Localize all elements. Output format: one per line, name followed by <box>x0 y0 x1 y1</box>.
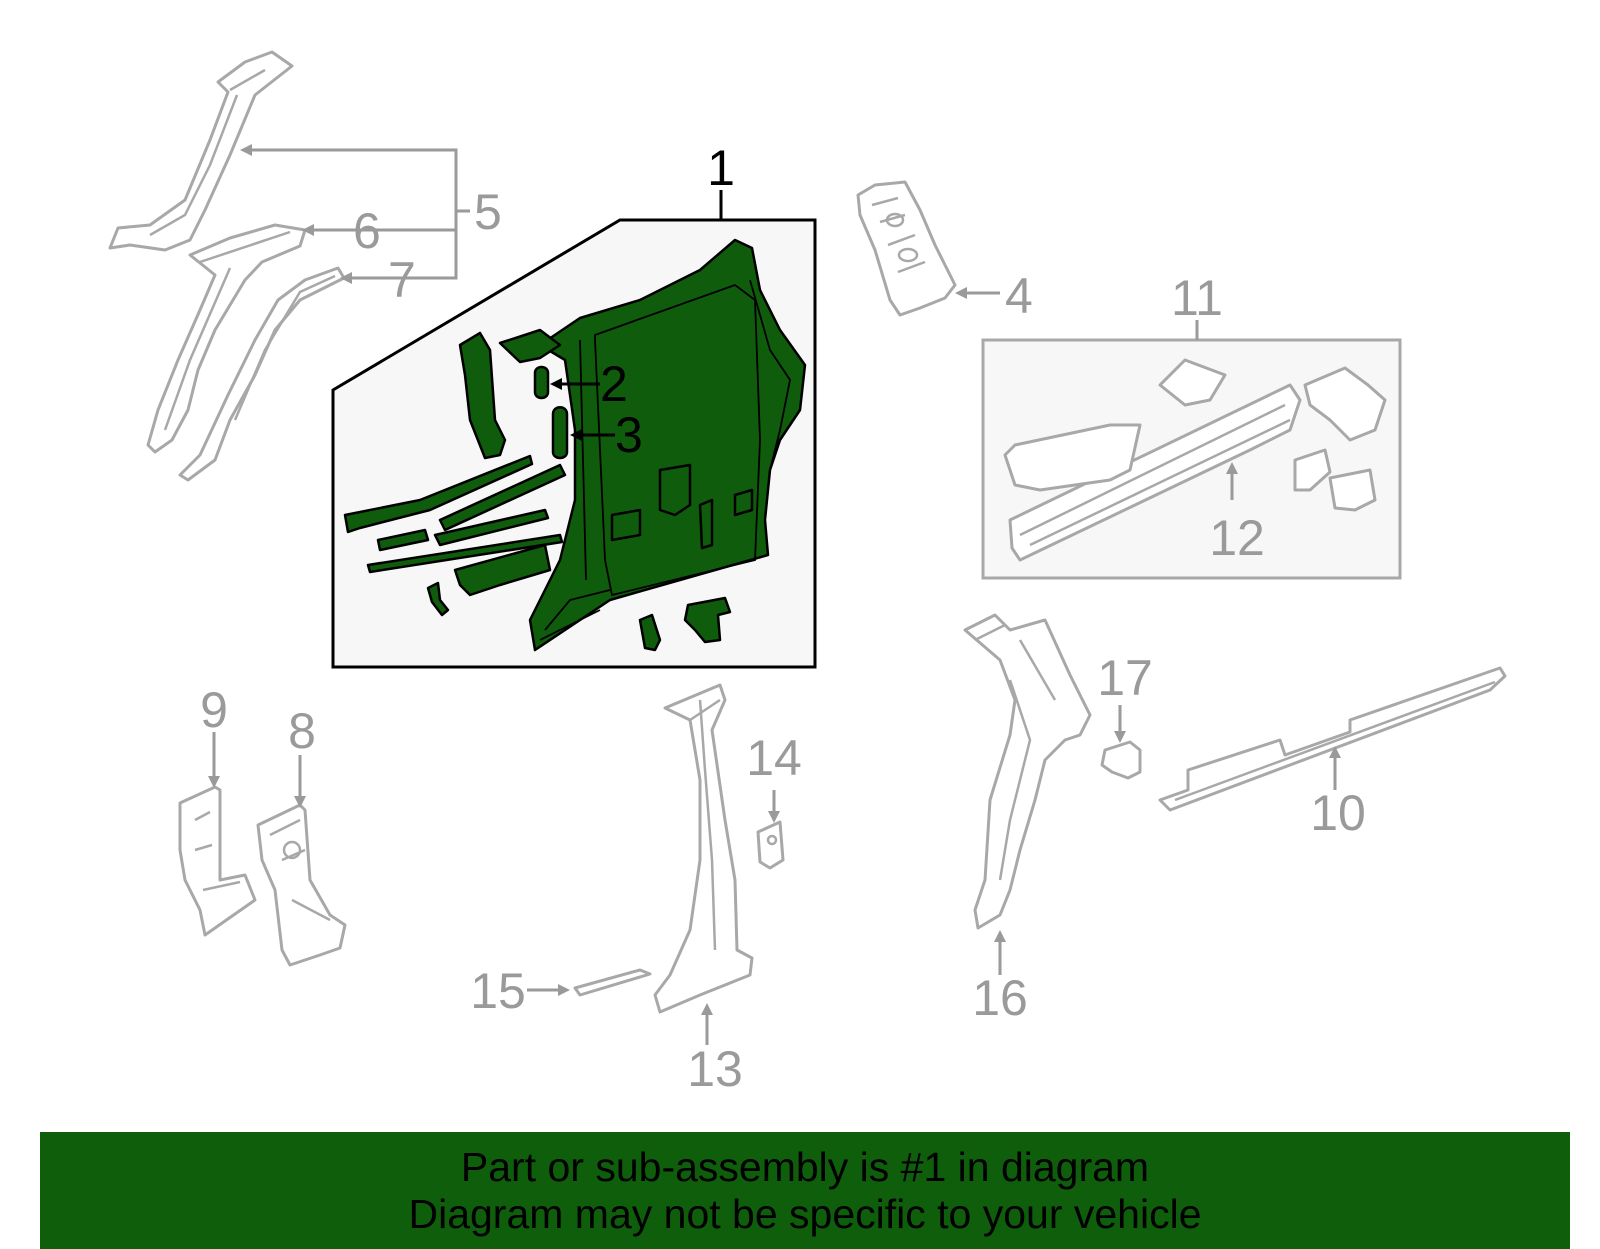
part-15-strip[interactable] <box>573 968 652 997</box>
callout-3[interactable]: 3 <box>615 407 643 463</box>
callout-15[interactable]: 15 <box>470 963 526 1019</box>
banner-line-1: Part or sub-assembly is #1 in diagram <box>460 1144 1150 1190</box>
callout-14[interactable]: 14 <box>746 730 802 786</box>
callout-1[interactable]: 1 <box>707 140 735 196</box>
callout-2[interactable]: 2 <box>600 356 628 412</box>
part-4-bracket[interactable] <box>856 180 957 317</box>
part-8-bracket[interactable] <box>256 803 347 967</box>
callout-13[interactable]: 13 <box>687 1041 743 1097</box>
callout-4[interactable]: 4 <box>1005 268 1033 324</box>
callout-6[interactable]: 6 <box>353 203 381 259</box>
part-9-bracket[interactable] <box>178 785 257 937</box>
info-banner: Part or sub-assembly is #1 in diagram Di… <box>40 1132 1570 1249</box>
part-1-side-panel-assembly[interactable] <box>343 238 807 652</box>
part-12-rocker-panel[interactable] <box>1003 358 1387 562</box>
callout-7[interactable]: 7 <box>388 252 416 308</box>
part-13-pillar[interactable] <box>653 683 754 1014</box>
callout-16[interactable]: 16 <box>972 970 1028 1026</box>
part-16-pillar[interactable] <box>963 613 1092 930</box>
part-17-bracket[interactable] <box>1100 740 1142 780</box>
part-14-bracket[interactable] <box>756 820 785 870</box>
part-6-pillar[interactable] <box>146 223 307 454</box>
callout-12[interactable]: 12 <box>1209 510 1265 566</box>
callout-8[interactable]: 8 <box>288 703 316 759</box>
part-5-pillar[interactable] <box>108 50 294 252</box>
callout-9[interactable]: 9 <box>200 682 228 738</box>
banner-line-2: Diagram may not be specific to your vehi… <box>408 1191 1202 1237</box>
callout-17[interactable]: 17 <box>1097 650 1153 706</box>
part-7-pillar[interactable] <box>178 266 346 482</box>
part-10-rocker[interactable] <box>1158 666 1507 812</box>
callout-11[interactable]: 11 <box>1171 270 1223 326</box>
callout-10[interactable]: 10 <box>1310 785 1366 841</box>
callout-5[interactable]: 5 <box>474 184 502 240</box>
